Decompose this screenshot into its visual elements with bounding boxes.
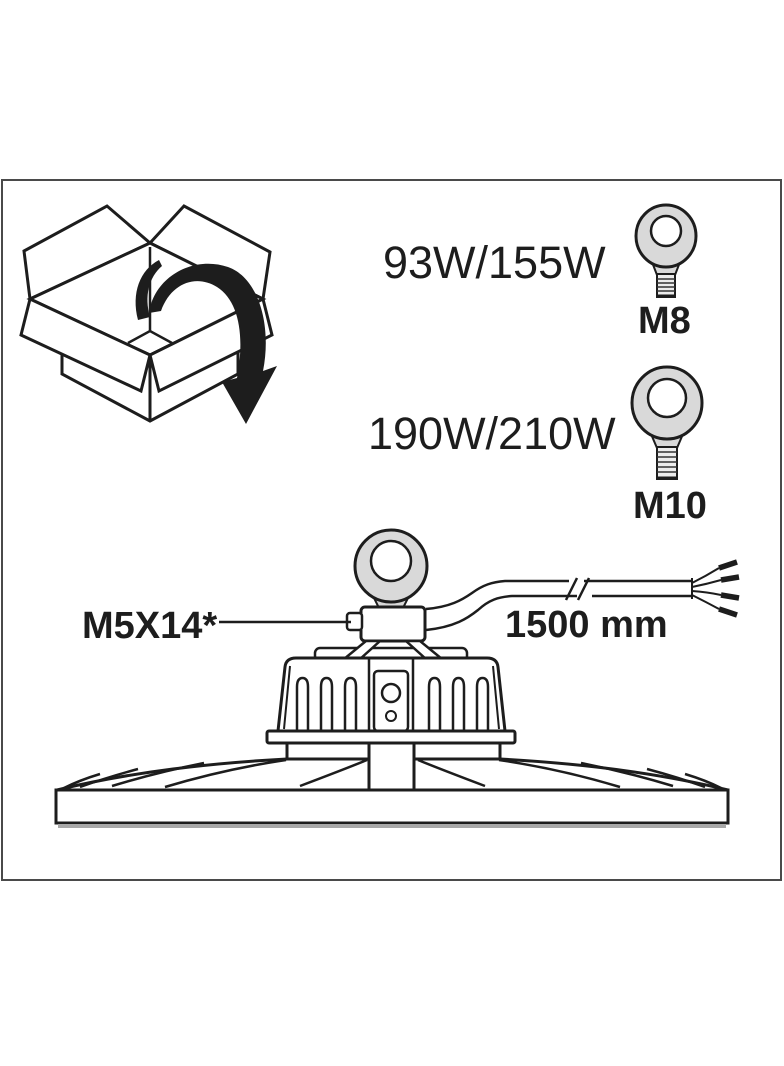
heatsink-body bbox=[276, 656, 507, 733]
eyebolt-ring-hole bbox=[646, 377, 688, 419]
wire-tip bbox=[720, 592, 740, 601]
dome-vane bbox=[684, 772, 722, 790]
dome-vane bbox=[498, 758, 621, 789]
dome-vane bbox=[646, 767, 706, 789]
plate-hole-small bbox=[385, 710, 397, 722]
mounting-screw-label: M5X14* bbox=[82, 605, 218, 647]
arrow-swoosh bbox=[149, 263, 277, 424]
fin bbox=[427, 676, 442, 731]
eyebolt-threads bbox=[657, 278, 675, 292]
fin bbox=[319, 676, 334, 731]
fin bbox=[451, 676, 466, 731]
eyebolt-shaft bbox=[656, 273, 676, 298]
power-cable bbox=[425, 559, 740, 632]
eyebolt-size-label-m8: M8 bbox=[638, 300, 691, 342]
box-front-left-flap bbox=[19, 296, 152, 394]
dome-vane bbox=[63, 772, 101, 790]
dome-vane bbox=[111, 761, 205, 788]
bottom-rim bbox=[54, 788, 730, 828]
arrow-tail-crescent bbox=[135, 260, 162, 320]
dome-vane bbox=[79, 767, 139, 789]
wattage-label-large: 190W/210W bbox=[368, 408, 616, 459]
wire-tip bbox=[718, 559, 738, 571]
highbay-fixture-illustration bbox=[54, 528, 740, 828]
fixture-eyebolt bbox=[353, 528, 429, 611]
wattage-label-small: 93W/155W bbox=[383, 237, 606, 288]
wire-tip bbox=[720, 574, 740, 583]
mounting-bracket bbox=[359, 605, 427, 643]
fin bbox=[295, 676, 310, 731]
eyebolt-size-label-m10: M10 bbox=[633, 485, 707, 527]
eyebolt-ring-hole bbox=[649, 214, 683, 248]
stripped-wires bbox=[691, 559, 740, 618]
wire-tip bbox=[718, 606, 738, 618]
reflector-dome bbox=[56, 743, 729, 792]
flange bbox=[265, 729, 517, 745]
eyebolt-m10-icon bbox=[630, 365, 704, 480]
fin bbox=[343, 676, 358, 731]
box-inner-flap bbox=[127, 329, 173, 345]
dome-vane bbox=[580, 761, 674, 788]
fin bbox=[475, 676, 490, 731]
eyebolt-threads bbox=[657, 451, 677, 473]
cable-length-label: 1500 mm bbox=[505, 604, 668, 646]
dome-vane bbox=[417, 758, 486, 788]
dome-vane bbox=[299, 758, 368, 788]
unboxing-arrow-icon bbox=[135, 260, 277, 424]
plate-hole-large bbox=[380, 682, 402, 704]
dome-vane bbox=[164, 758, 287, 789]
eyebolt-m8-icon bbox=[634, 203, 698, 298]
